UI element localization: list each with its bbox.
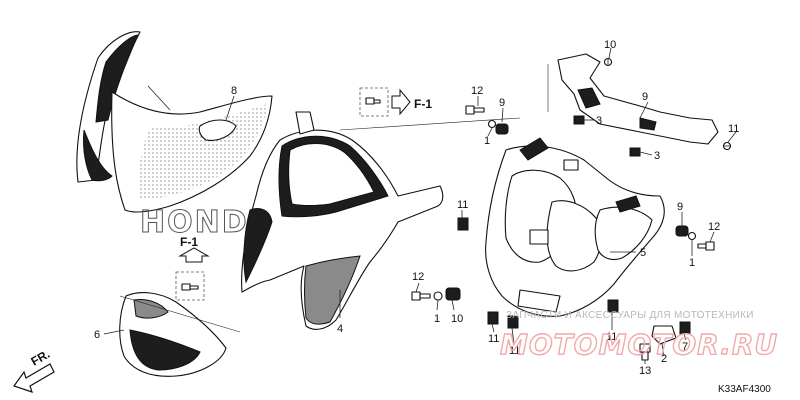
callout-10-right: 11	[728, 123, 739, 135]
rubber-3-a	[573, 115, 585, 125]
watermark-site: MOTOMOTOR.RU	[500, 328, 778, 361]
fasteners	[181, 57, 732, 361]
callout-3-b: 3	[654, 150, 660, 162]
f1-reference-upper: F-1	[359, 87, 432, 117]
clip-11-c	[507, 315, 519, 329]
callout-8: 9	[642, 91, 648, 103]
callout-9-c: 10	[451, 313, 463, 325]
callout-10-top: 10	[604, 39, 616, 51]
part-7-upper-cowl: HONDA	[76, 31, 273, 241]
f1-reference-lower: F-1	[175, 235, 210, 301]
callout-3-a: 3	[596, 115, 602, 127]
leader-lines	[103, 47, 737, 364]
callout-1-c: 1	[434, 313, 440, 325]
f1-label-lower: F-1	[180, 235, 198, 249]
callout-9-b: 9	[677, 201, 683, 213]
callout-4: 4	[337, 323, 343, 335]
diagram-code: K33AF4300	[718, 384, 771, 395]
grommet-9-a	[495, 123, 509, 135]
callout-11-b: 11	[488, 333, 499, 345]
watermark-line: ЗАПЧАСТИ И АКСЕССУАРЫ ДЛЯ МОТОТЕХНИКИ	[506, 310, 754, 321]
callout-12-a: 12	[471, 85, 483, 97]
part-8-stay	[557, 53, 719, 145]
grommet-9-c	[445, 287, 461, 301]
callout-11-a: 11	[457, 199, 468, 211]
callout-11-d: 11	[606, 331, 617, 343]
rubber-3-b	[629, 147, 641, 157]
clip-11-a	[457, 217, 469, 231]
callout-1-b: 1	[689, 257, 695, 269]
screw-10-top	[603, 57, 613, 67]
washer-1-b	[687, 231, 697, 241]
callout-5: 5	[640, 247, 646, 259]
callouts: 8 4 6 5 9 10 11 12 12 12 9 9 10 1 1 1 3 …	[94, 39, 739, 377]
f1-screw-lower	[181, 283, 199, 291]
screw-10-right	[722, 141, 732, 151]
washer-1-c	[433, 291, 443, 301]
front-direction-marker: FR.	[13, 347, 55, 393]
callout-9-a: 9	[499, 97, 505, 109]
watermark: ЗАПЧАСТИ И АКСЕССУАРЫ ДЛЯ МОТОТЕХНИКИ MO…	[499, 310, 778, 362]
callout-11-c: 11	[509, 345, 520, 357]
clamp-2	[651, 325, 677, 345]
f1-screw-upper	[365, 97, 381, 105]
washer-1-a	[487, 119, 497, 129]
callout-7: 8	[231, 85, 237, 97]
part-4-windscreen	[241, 111, 444, 330]
callout-12-c: 12	[412, 271, 424, 283]
callout-1-a: 1	[484, 135, 490, 147]
callout-11-e: 7	[682, 341, 688, 353]
clip-11-b	[487, 311, 499, 325]
bolt-12-c	[411, 291, 431, 301]
grommet-9-b	[675, 225, 689, 237]
callout-6: 6	[94, 329, 100, 341]
callout-12-b: 12	[708, 221, 720, 233]
clip-11-d	[607, 299, 619, 313]
f1-label-upper: F-1	[414, 97, 432, 111]
callout-2: 2	[661, 353, 667, 365]
clip-11-e	[679, 321, 691, 335]
part-6-lower-cowl	[119, 292, 227, 377]
part-5-headlight-stay	[485, 137, 665, 317]
bolt-12-b	[697, 241, 715, 251]
bolt-12-a	[465, 105, 485, 115]
callout-13: 13	[639, 365, 651, 377]
